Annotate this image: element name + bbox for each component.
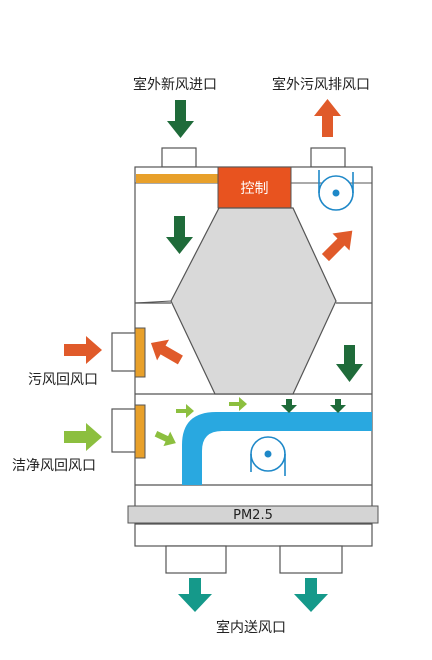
exhaust-internal-arrow: [321, 230, 353, 262]
down-arrow-icon: [294, 578, 328, 612]
down-arrow-icon: [330, 399, 346, 413]
dirty-return-label: 污风回风口: [28, 372, 98, 388]
dirty-return-internal-arrow: [150, 339, 183, 365]
fan-icon: [250, 436, 286, 476]
dirty-return-box: [111, 332, 137, 372]
orange-bar: [136, 174, 218, 183]
supply-duct: [182, 412, 372, 485]
down-arrow-icon: [166, 216, 193, 254]
down-arrow-icon: [336, 345, 363, 382]
right-arrow-icon: [64, 423, 102, 451]
dirty-return-damper: [134, 327, 146, 378]
down-arrow-icon: [281, 399, 297, 413]
pm25-filter: [127, 505, 379, 524]
down-arrow-icon: [167, 100, 194, 138]
fan-icon: [318, 170, 354, 211]
filter-label: PM2.5: [233, 508, 273, 523]
right-arrow-icon: [176, 404, 194, 418]
control-label: 控制: [241, 181, 269, 197]
divider: [134, 300, 172, 304]
fresh-air-inlet-label: 室外新风进口: [133, 77, 217, 93]
right-arrow-icon: [229, 397, 247, 411]
clean-return-box: [111, 408, 137, 453]
fresh-air-inlet-stub: [161, 147, 197, 168]
up-arrow-icon: [314, 99, 341, 137]
exhaust-outlet-label: 室外污风排风口: [272, 77, 370, 93]
supply-outlet-right: [279, 545, 343, 574]
supply-outlet-left: [165, 545, 227, 574]
exhaust-outlet-stub: [310, 147, 346, 168]
clean-return-internal-arrow: [154, 431, 176, 447]
down-arrow-icon: [178, 578, 212, 612]
right-arrow-icon: [64, 336, 102, 364]
supply-outlet-label: 室内送风口: [216, 620, 286, 636]
clean-return-damper: [134, 404, 146, 459]
control-box: [217, 166, 292, 209]
clean-return-label: 洁净风回风口: [12, 458, 96, 474]
